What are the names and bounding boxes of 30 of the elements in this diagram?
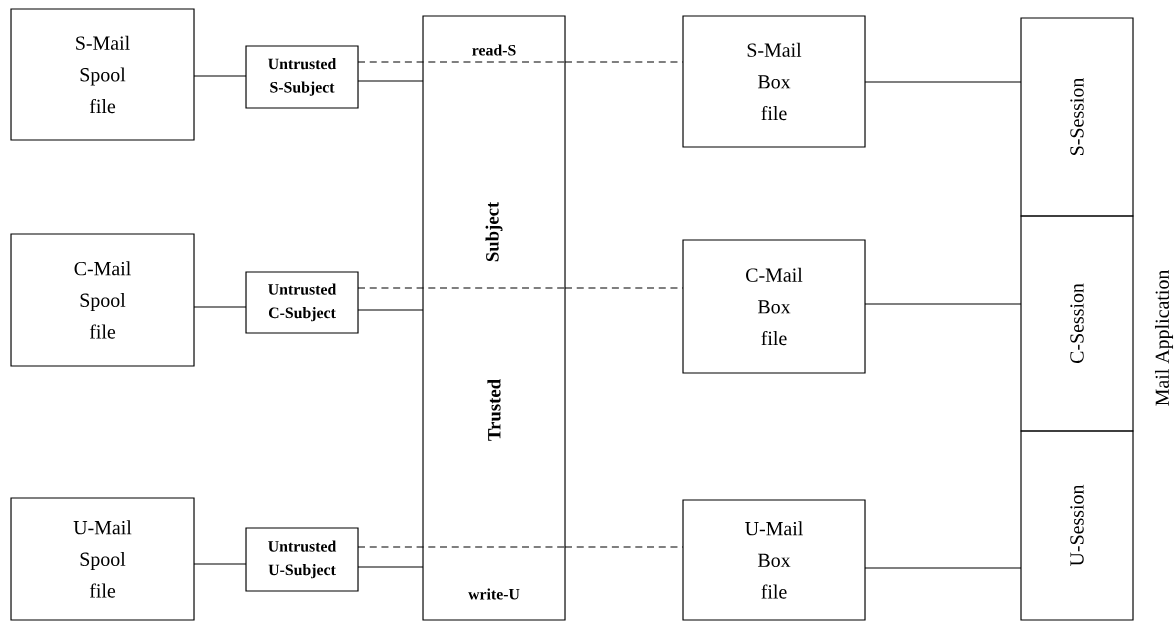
connector-line bbox=[193, 75, 247, 77]
mailbox-file-box: U-Mail Box file bbox=[682, 499, 866, 621]
session-box: S-Session bbox=[1020, 17, 1134, 217]
dashed-line bbox=[564, 61, 684, 63]
connector-line bbox=[357, 566, 424, 568]
spool-file-box: S-Mail Spool file bbox=[10, 8, 195, 141]
dashed-line bbox=[564, 546, 684, 548]
dashed-line bbox=[357, 287, 566, 289]
dashed-line bbox=[564, 287, 684, 289]
session-box: U-Session bbox=[1020, 430, 1134, 621]
connector-line bbox=[357, 309, 424, 311]
connector-line bbox=[193, 306, 247, 308]
edge-label: write-U bbox=[466, 587, 522, 601]
connector-line bbox=[357, 80, 424, 82]
subject-box: Untrusted S-Subject bbox=[245, 45, 359, 109]
edge-label: read-S bbox=[470, 43, 518, 57]
subject-box: Untrusted C-Subject bbox=[245, 271, 359, 334]
mailbox-file-box: C-Mail Box file bbox=[682, 239, 866, 374]
spool-file-box: C-Mail Spool file bbox=[10, 233, 195, 367]
spool-file-box: U-Mail Spool file bbox=[10, 497, 195, 621]
connector-line bbox=[193, 563, 247, 565]
connector-line bbox=[864, 303, 1022, 305]
connector-line bbox=[864, 567, 1022, 569]
subject-box: Untrusted U-Subject bbox=[245, 527, 359, 592]
connector-line bbox=[864, 81, 1022, 83]
session-box: C-Session bbox=[1020, 215, 1134, 432]
group-label: Mail Application bbox=[1155, 269, 1174, 406]
dashed-line bbox=[357, 546, 566, 548]
mailbox-file-box: S-Mail Box file bbox=[682, 15, 866, 148]
dashed-line bbox=[357, 61, 566, 63]
